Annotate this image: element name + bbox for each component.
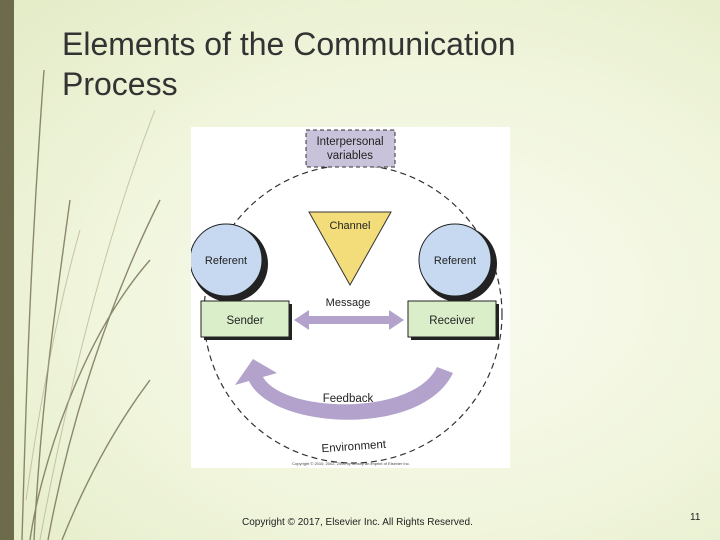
feedback-arrow [235,359,453,420]
footer-copyright: Copyright © 2017, Elsevier Inc. All Righ… [242,517,473,528]
message-double-arrow [294,310,404,330]
page-number: 11 [690,512,701,523]
interpersonal-variables-box [305,129,396,168]
referent-right-circle [418,223,492,297]
interpersonal-label-2: variables [327,150,373,162]
environment-label: Environment [321,439,387,456]
message-label: Message [326,297,371,309]
receiver-box [407,300,497,338]
channel-triangle [308,211,392,287]
interpersonal-label-1: Interpersonal [316,136,383,148]
sender-label: Sender [226,315,263,327]
slide-title: Elements of the Communication Process [62,26,516,102]
referent-left-circle [191,223,263,297]
accent-bar [0,0,14,540]
channel-label: Channel [330,220,371,232]
feedback-label: Feedback [323,393,374,405]
receiver-label: Receiver [429,315,475,327]
sender-box [200,300,290,338]
referent-right-label: Referent [434,255,476,267]
communication-diagram: Interpersonal variables Channel Referent… [191,127,510,468]
referent-left-label: Referent [205,255,247,267]
figure-credit: Copyright © 2010, 2002, 2006 by Mosby an… [292,461,410,466]
